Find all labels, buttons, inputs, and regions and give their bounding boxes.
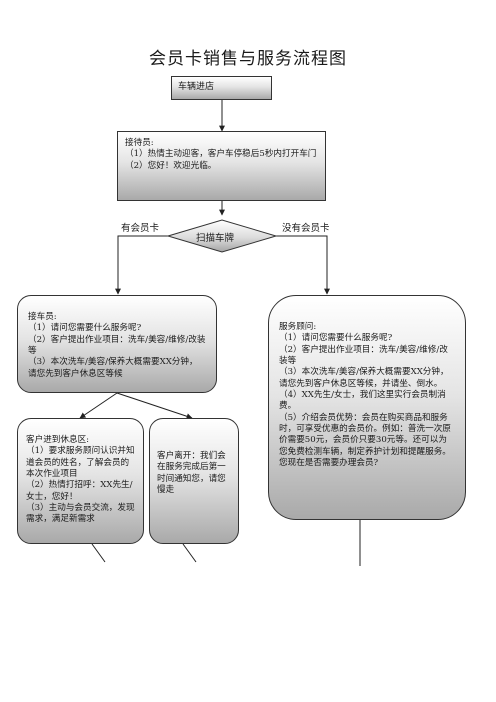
arrow-receiver-to-lounge xyxy=(79,392,118,419)
node-consultant-line-5: （5）介绍会员优势：会员在购买商品和服务时，可享受优惠的会员价。例如：普洗一次原… xyxy=(279,412,451,469)
node-customer-leaves: 客户离开：我们会在服务完成后第一时间通知您，请您慢走 xyxy=(149,418,239,544)
node-receiver-line-2: （2）客户提出作业项目：洗车/美容/维修/改装等 xyxy=(28,334,206,357)
node-consultant-line-4: （4）XX先生/女士，我们这里实行会员制消费。 xyxy=(279,390,446,412)
node-customer-lounge: 客户进到休息区: （1）要求服务顾问认识并知道会员的姓名，了解会员的本次作业项目… xyxy=(17,418,144,544)
line-leave-continue xyxy=(182,543,197,563)
node-consultant-heading: 服务顾问: xyxy=(279,322,317,332)
node-lounge-line-2: （2）热情打招呼：XX先生/女士，您好！ xyxy=(26,480,133,502)
node-vehicle-arrival: 车辆进店 xyxy=(171,76,272,100)
node-vehicle-receiver: 接车员: （1）请问您需要什么服务呢? （2）客户提出作业项目：洗车/美容/维修… xyxy=(17,295,217,393)
node-receiver-line-1: （1）请问您需要什么服务呢? xyxy=(28,323,142,334)
branch-nonmember-label: 没有会员卡 xyxy=(282,223,330,234)
node-lounge-line-3: （3）主动与会员交流，发现需求，满足新需求 xyxy=(26,503,135,525)
node-lounge-heading: 客户进到休息区: xyxy=(26,435,90,445)
node-receiver-line-3: （3）本次洗车/美容/保养大概需要XX分钟，请您先到客户休息区等候 xyxy=(28,357,198,379)
node-leaves-text: 客户离开：我们会在服务完成后第一时间通知您，请您慢走 xyxy=(157,451,226,496)
arrow-branch-member xyxy=(115,235,168,295)
node-lounge-line-1: （1）要求服务顾问认识并知道会员的姓名，了解会员的本次作业项目 xyxy=(26,446,135,480)
node-receptionist-line-1: （1）热情主动迎客，客户车停稳后5秒内打开车门 xyxy=(125,149,317,160)
node-vehicle-arrival-text: 车辆进店 xyxy=(178,82,215,92)
line-lounge-continue xyxy=(91,543,106,563)
node-receptionist-line-2: （2）您好！欢迎光临。 xyxy=(125,160,217,171)
node-receptionist-heading: 接待员: xyxy=(125,138,154,148)
node-consultant-line-2: （2）客户提出作业项目：洗车/美容/维修/改装等 xyxy=(279,344,448,367)
node-service-consultant: 服务顾问: （1）请问您需要什么服务呢? （2）客户提出作业项目：洗车/美容/维… xyxy=(268,295,466,520)
page-title: 会员卡销售与服务流程图 xyxy=(149,49,347,69)
arrow-receiver-to-leave xyxy=(116,392,193,420)
node-receiver-heading: 接车员: xyxy=(28,312,57,322)
node-consultant-line-1: （1）请问您需要什么服务呢? xyxy=(279,333,393,344)
decision-label: 扫描车牌 xyxy=(196,233,235,244)
node-consultant-line-3: （3）本次洗车/美容/保养大概需要XX分钟，请您先到客户休息区等候，并请坐、倒水… xyxy=(279,367,449,389)
node-receptionist: 接待员: （1）热情主动迎客，客户车停稳后5秒内打开车门 （2）您好！欢迎光临。 xyxy=(117,131,326,201)
branch-member-label: 有会员卡 xyxy=(121,223,160,234)
arrow-branch-nonmember xyxy=(276,235,330,295)
decision-diamond xyxy=(166,219,278,253)
